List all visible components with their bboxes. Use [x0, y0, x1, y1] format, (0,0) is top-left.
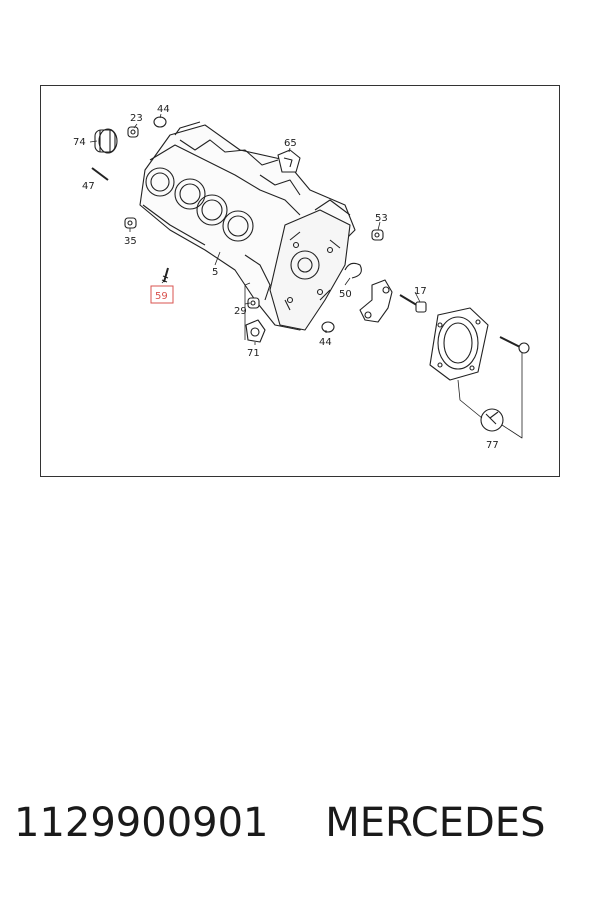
leader-lines [89, 113, 523, 439]
part-bearing-cap [359, 279, 393, 323]
callout-35: 35 [124, 236, 137, 247]
brand-name: MERCEDES [325, 800, 546, 846]
part-44-cap-bottom [321, 321, 335, 333]
part-74-plug [94, 128, 118, 154]
part-35-sleeve [124, 217, 137, 229]
callout-47: 47 [82, 181, 95, 192]
part-59-screw [161, 267, 169, 283]
callout-59: 59 [155, 291, 168, 302]
exploded-parts-diagram: 74 23 44 65 47 35 53 5 50 17 29 44 71 77… [73, 104, 530, 451]
callout-29: 29 [234, 306, 247, 317]
part-44-cap-top [153, 116, 167, 128]
part-65-mount [277, 149, 301, 173]
callout-44-bottom: 44 [319, 337, 332, 348]
callout-53: 53 [375, 213, 388, 224]
part-50-clip [344, 262, 362, 279]
callout-71: 71 [247, 348, 260, 359]
callout-44-top: 44 [157, 104, 170, 115]
callout-50: 50 [339, 289, 352, 300]
highlight-box [150, 285, 174, 304]
callout-23: 23 [130, 113, 143, 124]
part-71-mount [245, 319, 266, 343]
part-17-bolt [399, 294, 427, 313]
callout-77: 77 [486, 440, 499, 451]
part-53-sleeve [371, 229, 384, 241]
callout-74: 74 [73, 137, 86, 148]
callout-17: 17 [414, 286, 427, 297]
part-47-pin [91, 167, 109, 181]
callout-59-highlight[interactable]: 59 [150, 285, 174, 304]
part-rear-seal-flange [429, 307, 489, 381]
callout-5: 5 [212, 267, 218, 278]
part-flange-bolt [499, 336, 530, 354]
part-number: 1129900901 [14, 800, 269, 846]
part-23-sleeve [127, 126, 139, 138]
part-77-sealing-ring [480, 408, 504, 432]
part-footer: 1129900901 MERCEDES [14, 800, 594, 870]
engine-block [139, 121, 356, 331]
callout-labels: 74 23 44 65 47 35 53 5 50 17 29 44 71 77 [73, 104, 499, 451]
callout-65: 65 [284, 138, 297, 149]
